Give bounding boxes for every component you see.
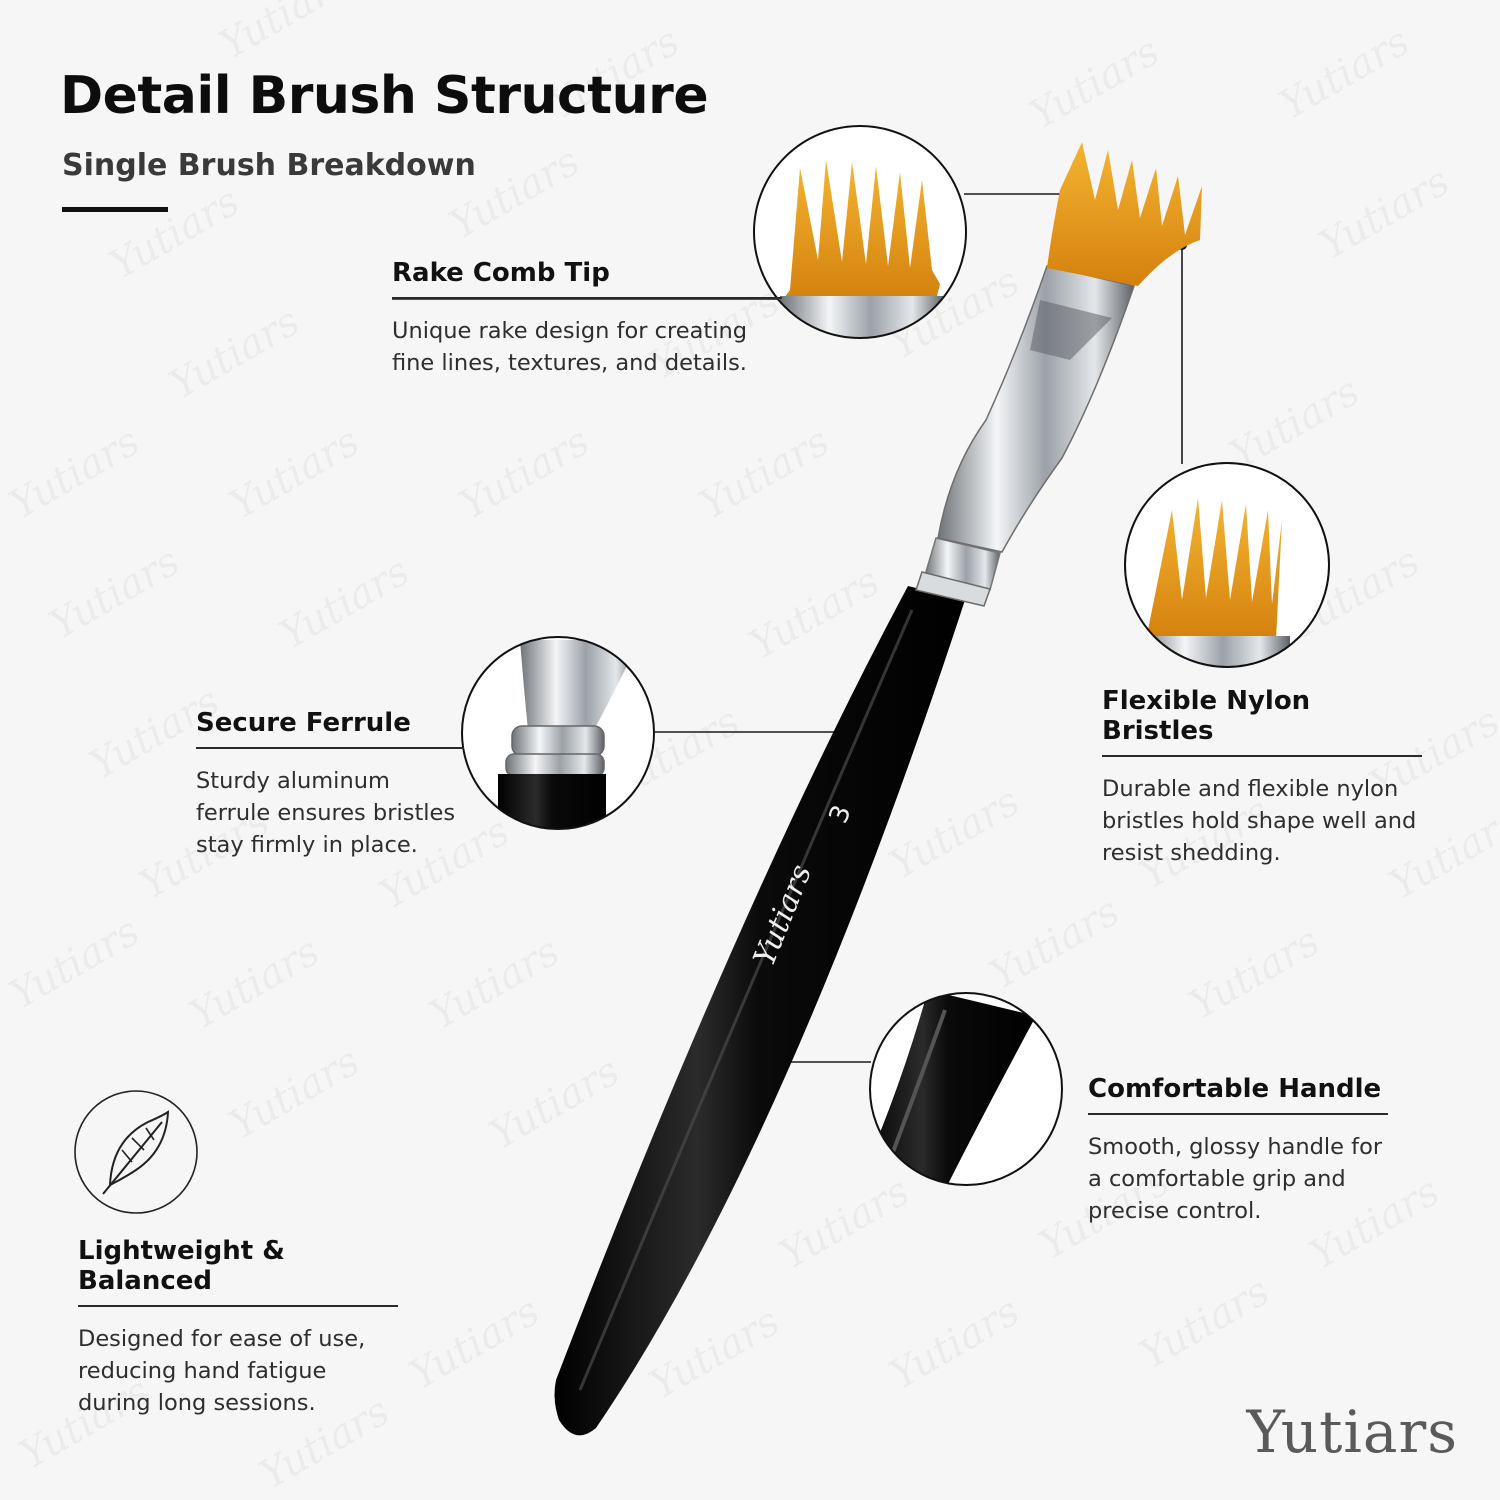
feature-description: Smooth, glossy handle for a comfortable …: [1088, 1134, 1383, 1224]
watermark: Yutiars: [2, 908, 147, 1018]
watermark: Yutiars: [222, 1038, 367, 1148]
detail-circle-bristles: [1124, 462, 1330, 668]
watermark: Yutiars: [692, 418, 837, 528]
feature-rake-tip: Rake Comb Tip Unique rake design for cre…: [392, 258, 782, 379]
watermark: Yutiars: [102, 178, 247, 288]
watermark: Yutiars: [742, 558, 887, 668]
watermark: Yutiars: [1312, 158, 1457, 268]
feature-title: Comfortable Handle: [1088, 1074, 1388, 1115]
title-underline: [62, 207, 168, 212]
watermark: Yutiars: [402, 1288, 547, 1398]
paintbrush: 3 Yutiars: [554, 142, 1202, 1436]
page-subtitle: Single Brush Breakdown: [62, 148, 476, 183]
brush-bristles: [1047, 142, 1202, 286]
watermark: Yutiars: [1272, 18, 1417, 128]
watermark: Yutiars: [452, 418, 597, 528]
watermark: Yutiars: [212, 0, 357, 69]
watermark: Yutiars: [882, 1288, 1027, 1398]
watermark: Yutiars: [1182, 918, 1327, 1028]
feature-title: Flexible Nylon Bristles: [1102, 686, 1422, 757]
feature-ferrule: Secure Ferrule Sturdy aluminum ferrule e…: [196, 708, 464, 861]
watermark: Yutiars: [772, 1168, 917, 1278]
callout-lines: [392, 193, 1183, 1063]
detail-circle-handle: [869, 992, 1063, 1186]
page-title: Detail Brush Structure: [60, 66, 709, 126]
feature-title: Lightweight & Balanced: [78, 1236, 398, 1307]
feature-description: Sturdy aluminum ferrule ensures bristles…: [196, 768, 456, 858]
watermark: Yutiars: [982, 888, 1127, 998]
handle-highlight: [578, 609, 914, 1391]
feature-title: Secure Ferrule: [196, 708, 464, 749]
watermark: Yutiars: [272, 548, 417, 658]
watermark: Yutiars: [1132, 1268, 1277, 1378]
watermark: Yutiars: [422, 928, 567, 1038]
watermark: Yutiars: [42, 538, 187, 648]
ferrule-shine: [1030, 300, 1112, 360]
feature-description: Durable and flexible nylon bristles hold…: [1102, 776, 1417, 866]
brush-handle: [554, 586, 965, 1436]
watermark: Yutiars: [2, 418, 147, 528]
feature-description: Designed for ease of use, reducing hand …: [78, 1326, 366, 1416]
watermark: Yutiars: [1022, 28, 1167, 138]
feature-handle: Comfortable Handle Smooth, glossy handle…: [1088, 1074, 1388, 1227]
watermark: Yutiars: [882, 778, 1027, 888]
feature-description: Unique rake design for creating fine lin…: [392, 318, 748, 376]
watermark: Yutiars: [482, 1048, 627, 1158]
watermark: Yutiars: [222, 418, 367, 528]
feature-title: Rake Comb Tip: [392, 258, 782, 299]
watermark: Yutiars: [182, 928, 327, 1038]
watermark: Yutiars: [1222, 368, 1367, 478]
feature-bristles: Flexible Nylon Bristles Durable and flex…: [1102, 686, 1422, 869]
detail-circle-ferrule: [461, 636, 655, 830]
ferrule-ring: [915, 571, 991, 607]
feather-icon: [74, 1090, 198, 1214]
feature-lightweight: Lightweight & Balanced Designed for ease…: [78, 1236, 398, 1419]
watermark: Yutiars: [162, 298, 307, 408]
brand-wordmark: Yutiars: [1246, 1398, 1458, 1466]
